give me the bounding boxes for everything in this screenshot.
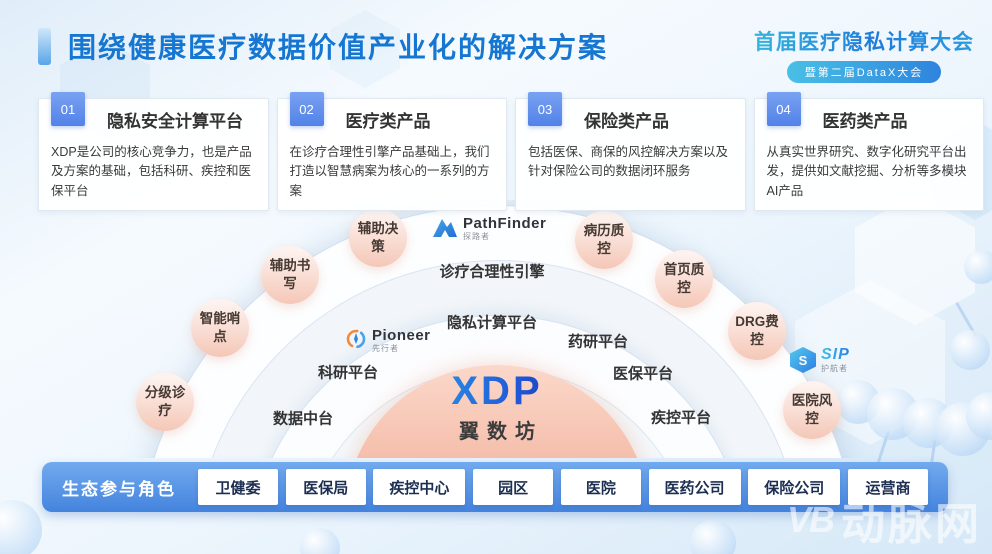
title-accent-bar <box>38 28 51 65</box>
sip-name: SIP <box>821 346 850 363</box>
decoration-molecule-ball <box>0 500 42 554</box>
ecosystem-roles: 卫健委 医保局 疾控中心 园区 医院 医药公司 保险公司 运营商 <box>198 469 928 505</box>
bubble-label: 辅助书写 <box>269 258 311 291</box>
ring-label-disease-control-platform: 疾控平台 <box>650 409 712 427</box>
card-number-badge: 02 <box>289 92 324 126</box>
xdp-name: 翼数坊 <box>459 421 543 443</box>
sip-hexagon-icon: S <box>790 347 816 373</box>
ring-label-medical-insurance-platform: 医保平台 <box>612 365 674 383</box>
role-insurance-company: 保险公司 <box>748 469 841 505</box>
card-insurance-products: 03 保险类产品 包括医保、商保的风控解决方案以及针对保险公司的数据闭环服务 <box>515 92 746 212</box>
bubble-label: 病历质控 <box>583 223 625 256</box>
card-medical-products: 02 医疗类产品 在诊疗合理性引擎产品基础上，我们打造以智慧病案为核心的一系列的… <box>276 92 507 212</box>
sip-logo: S SIP 护航者 <box>790 347 850 373</box>
ecosystem-label: 生态参与角色 <box>62 479 176 499</box>
ring-label-drug-research-platform: 药研平台 <box>567 333 629 351</box>
decoration-molecule-ball <box>964 250 992 284</box>
ring-label-research-platform: 科研平台 <box>317 364 379 382</box>
role-medical-insurance-bureau: 医保局 <box>285 469 366 505</box>
pioneer-subname: 先行者 <box>372 344 399 353</box>
conference-badge: 暨第二届DataX大会 <box>786 61 942 83</box>
card-description: 包括医保、商保的风控解决方案以及针对保险公司的数据闭环服务 <box>528 145 729 179</box>
xdp-logo-block: XDP 翼数坊 <box>397 371 597 444</box>
card-title: 医药类产品 <box>822 112 908 131</box>
card-title: 保险类产品 <box>584 112 669 131</box>
solution-cards-row: 01 隐私安全计算平台 XDP是公司的核心竞争力，也是产品及方案的基础，包括科研… <box>38 92 984 212</box>
decoration-molecule-ball <box>300 528 340 554</box>
ring-label-privacy-computing-platform: 隐私计算平台 <box>446 314 538 332</box>
vb-logo-icon: VB <box>786 499 835 540</box>
xdp-logo: XDP <box>397 371 597 411</box>
bubble-label: 智能哨点 <box>199 311 241 344</box>
bubble-smart-sentinel: 智能哨点 <box>191 299 249 357</box>
bubble-label: 首页质控 <box>663 262 705 295</box>
card-privacy-computing-platform: 01 隐私安全计算平台 XDP是公司的核心竞争力，也是产品及方案的基础，包括科研… <box>38 92 269 212</box>
platform-arch-diagram: XDP 翼数坊 诊疗合理性引擎 隐私计算平台 科研平台 数据中台 药研平台 医保… <box>0 200 992 458</box>
role-health-commission: 卫健委 <box>198 469 278 505</box>
ring-label-data-middle-platform: 数据中台 <box>272 410 334 428</box>
bubble-hospital-risk-control: 医院风控 <box>783 381 841 439</box>
pioneer-icon <box>345 328 367 355</box>
role-industrial-park: 园区 <box>473 469 554 505</box>
vbdata-watermark: VB 动脉网 <box>787 488 982 552</box>
card-number-badge: 03 <box>528 92 562 126</box>
watermark-text: 动脉网 <box>841 500 982 549</box>
bubble-frontpage-qc: 首页质控 <box>655 250 713 308</box>
header: 围绕健康医疗数据价值产业化的解决方案 首届医疗隐私计算大会 暨第二届DataX大… <box>38 24 974 83</box>
pioneer-name: Pioneer <box>372 327 431 344</box>
bubble-drg-cost-control: DRG费控 <box>728 302 786 360</box>
conference-title: 首届医疗隐私计算大会 <box>754 26 974 56</box>
page-title: 围绕健康医疗数据价值产业化的解决方案 <box>68 32 609 63</box>
card-description: 在诊疗合理性引擎产品基础上，我们打造以智慧病案为核心的一系列的方案 <box>289 145 490 198</box>
pathfinder-icon <box>432 216 458 245</box>
bubble-label: 医院风控 <box>791 393 833 426</box>
card-number-badge: 04 <box>766 92 801 126</box>
card-description: XDP是公司的核心竞争力，也是产品及方案的基础，包括科研、疾控和医保平台 <box>51 145 252 198</box>
bubble-graded-diagnosis: 分级诊疗 <box>136 373 194 431</box>
card-title: 隐私安全计算平台 <box>107 112 243 131</box>
conference-block: 首届医疗隐私计算大会 暨第二届DataX大会 <box>754 26 974 83</box>
bubble-record-qc: 病历质控 <box>575 211 633 269</box>
card-pharma-products: 04 医药类产品 从真实世界研究、数字化研究平台出发，提供如文献挖掘、分析等多模… <box>753 92 984 212</box>
bubble-label: 分级诊疗 <box>144 385 186 418</box>
ring-label-clinical-rationality-engine: 诊疗合理性引擎 <box>439 263 545 281</box>
bubble-label: DRG费控 <box>735 314 779 347</box>
decoration-molecule-ball <box>690 520 736 554</box>
sip-subname: 护航者 <box>821 364 848 373</box>
bubble-assisted-writing: 辅助书写 <box>261 246 319 304</box>
card-number-badge: 01 <box>51 92 85 126</box>
pathfinder-name: PathFinder <box>463 215 547 232</box>
ecosystem-bar: 生态参与角色 卫健委 医保局 疾控中心 园区 医院 医药公司 保险公司 运营商 <box>42 462 948 512</box>
pathfinder-subname: 探路者 <box>463 232 490 241</box>
role-operator: 运营商 <box>847 469 928 505</box>
decoration-molecule-ball <box>950 330 990 370</box>
role-hospital: 医院 <box>560 469 641 505</box>
pioneer-logo: Pioneer 先行者 <box>345 328 431 355</box>
card-title: 医疗类产品 <box>345 112 431 131</box>
bubble-label: 辅助决策 <box>357 221 399 254</box>
role-pharma-company: 医药公司 <box>648 469 741 505</box>
pathfinder-logo: PathFinder 探路者 <box>432 216 546 245</box>
role-cdc-center: 疾控中心 <box>373 469 466 505</box>
card-description: 从真实世界研究、数字化研究平台出发，提供如文献挖掘、分析等多模块AI产品 <box>766 145 967 198</box>
bubble-assisted-decision: 辅助决策 <box>349 209 407 267</box>
